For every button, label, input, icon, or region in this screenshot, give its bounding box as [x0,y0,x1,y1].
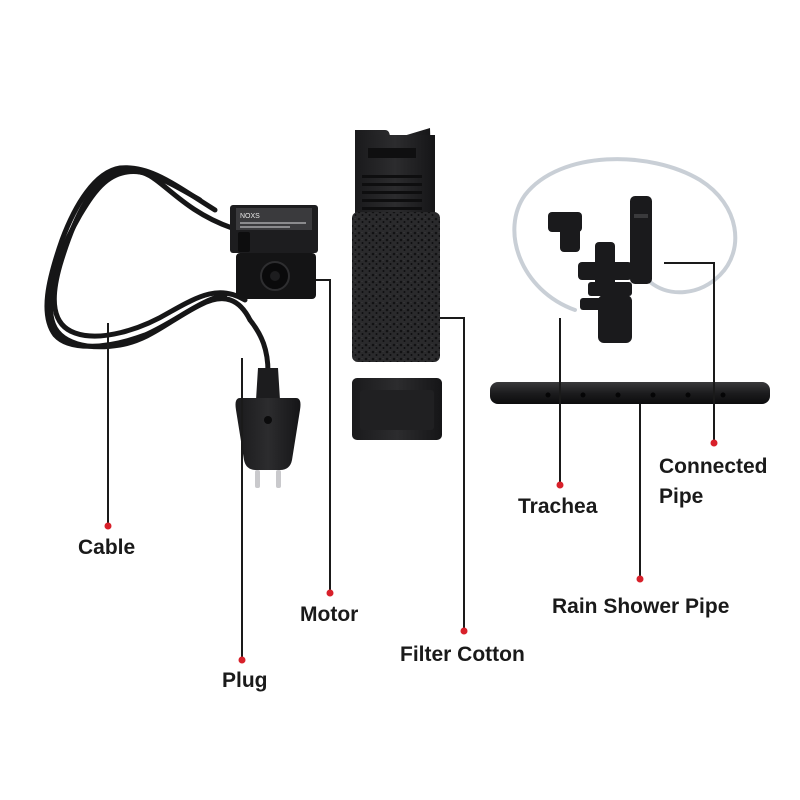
rain-shower-pipe-illustration [490,382,770,404]
label-connected-pipe-line2: Pipe [659,485,704,508]
label-rain-shower-pipe: Rain Shower Pipe [552,595,730,618]
dot-rain-shower [636,575,644,583]
dot-connected-pipe [710,439,718,447]
leader-lines [107,262,715,660]
label-connected-pipe: Connected Pipe [659,452,768,512]
dot-trachea [556,481,564,489]
dot-cable [104,522,112,530]
label-trachea: Trachea [518,495,598,518]
label-motor: Motor [300,603,359,626]
label-filter-cotton: Filter Cotton [400,643,525,666]
leader-line-motor [316,279,331,593]
pump-brand-label: NOXS [240,213,260,220]
dot-motor [326,589,334,597]
label-dots [104,439,718,664]
label-plug: Plug [222,669,268,692]
label-connected-pipe-line1: Connected [659,455,768,478]
label-cable: Cable [78,536,136,559]
dot-plug [238,656,246,664]
cable-illustration [44,165,271,375]
plug-illustration [235,368,301,488]
filter-illustration [352,128,442,440]
motor-illustration: NOXS [230,205,318,299]
connected-pipe-illustration [512,157,738,312]
leader-line-filter [440,317,465,631]
dot-filter [460,627,468,635]
fittings-illustration [548,196,652,343]
leader-line-connected-pipe [664,262,715,443]
